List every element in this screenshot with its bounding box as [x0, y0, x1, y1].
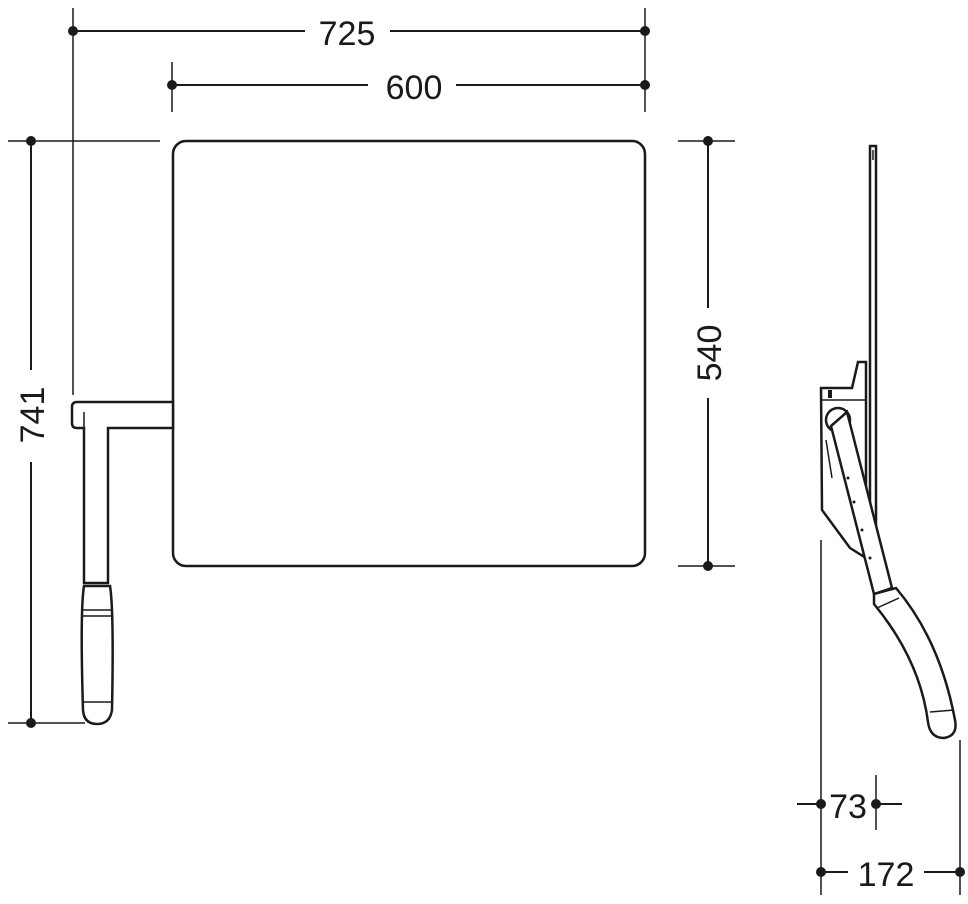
- grip-ring: [876, 597, 900, 609]
- dim-dot: [816, 867, 826, 877]
- dim-wall-projection-total: 172: [816, 740, 965, 895]
- bracket-mark: [828, 390, 832, 398]
- dim-wall-projection-small: 73: [797, 540, 902, 895]
- arm-dot: [868, 556, 872, 560]
- dim-dot: [68, 26, 78, 36]
- support-arm: [70, 400, 175, 585]
- label-172: 172: [858, 856, 915, 894]
- support-arm-front: [70, 400, 175, 726]
- side-view: [819, 144, 957, 740]
- dim-dot: [26, 718, 36, 728]
- arm-dot: [852, 500, 856, 504]
- seat-panel: [171, 139, 647, 568]
- arm-dot: [846, 476, 850, 480]
- label-540: 540: [691, 325, 729, 382]
- grip-handle: [80, 584, 114, 726]
- grip-ring: [929, 709, 955, 713]
- label-725: 725: [319, 15, 376, 53]
- dim-dot: [640, 26, 650, 36]
- side-grip: [872, 586, 957, 740]
- side-panel-edge: [868, 144, 878, 543]
- dim-panel-height: 540: [678, 136, 735, 571]
- dim-panel-width: 600: [167, 62, 650, 112]
- label-600: 600: [386, 69, 443, 107]
- dim-dot: [703, 136, 713, 146]
- dim-dot: [26, 136, 36, 146]
- dim-dot: [816, 799, 826, 809]
- arm-dot: [860, 528, 864, 532]
- dim-overall-height: 741: [8, 136, 160, 728]
- dim-dot: [871, 799, 881, 809]
- dim-dot: [640, 80, 650, 90]
- bracket-line: [825, 439, 833, 479]
- dim-dot: [703, 561, 713, 571]
- label-741: 741: [14, 387, 52, 444]
- dim-overall-width: 725: [68, 8, 650, 395]
- label-73: 73: [829, 788, 867, 826]
- dim-dot: [167, 80, 177, 90]
- dim-dot: [955, 867, 965, 877]
